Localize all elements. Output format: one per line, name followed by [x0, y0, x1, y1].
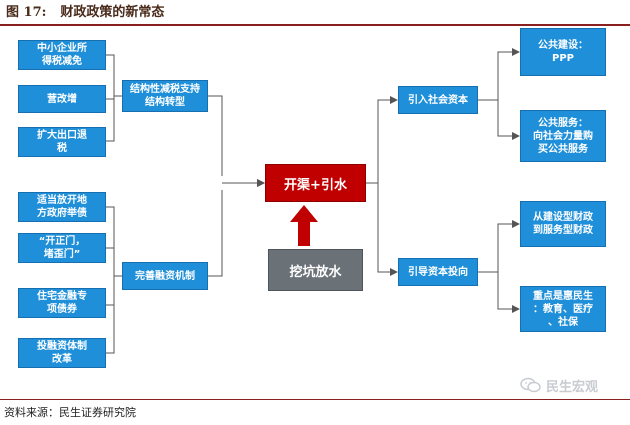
bracket-right-1: [478, 51, 512, 137]
bracket-right-2: [478, 223, 512, 310]
arrowhead-right-1: [390, 96, 398, 104]
left-item-1-3: 扩大出口退 税: [18, 127, 106, 157]
link-left-2-center: [208, 190, 223, 277]
right-item-2-2: 重点是惠民生 ：教育、医疗 、社保: [520, 286, 606, 332]
center-node-top: 开渠+引水: [265, 164, 366, 202]
arrowhead-right-1b: [512, 132, 520, 140]
right-item-1-2: 公共服务： 向社会力量购 买公共服务: [520, 110, 606, 162]
left-item-2-2: “开正门， 堵歪门”: [18, 233, 106, 263]
arrow-left-2: [257, 179, 265, 187]
right-group-label-2: 引导资本投向: [398, 258, 478, 286]
arrowhead-right-1a: [512, 48, 520, 56]
up-arrow: [290, 205, 318, 246]
left-group-label-2: 完善融资机制: [122, 262, 208, 290]
left-item-1-1: 中小企业所 得税减免: [18, 40, 106, 70]
figure-number: 图 17:: [6, 5, 47, 20]
wechat-icon: [520, 377, 541, 393]
right-item-1-1: 公共建设： PPP: [520, 28, 606, 76]
bracket-left-2: [106, 206, 122, 354]
left-group-label-1: 结构性减税支持 结构转型: [122, 80, 208, 112]
figure-title-text: 财政政策的新常态: [60, 5, 165, 20]
link-center-right-1: [366, 99, 390, 184]
link-left-1-center: [208, 95, 223, 176]
watermark-text: 民生宏观: [546, 379, 599, 395]
link-center-right-2: [366, 182, 390, 273]
left-item-1-2: 营改增: [18, 85, 106, 113]
left-item-2-1: 适当放开地 方政府举债: [18, 192, 106, 222]
center-node-bottom: 挖坑放水: [268, 249, 363, 291]
bottom-rule: [0, 399, 630, 400]
watermark: 民生宏观: [520, 376, 599, 395]
source-note: 资料来源：民生证券研究院: [4, 406, 136, 419]
right-item-2-1: 从建设型财政 到服务型财政: [520, 201, 606, 247]
left-item-2-3: 住宅金融专 项债券: [18, 288, 106, 318]
arrowhead-right-2a: [512, 220, 520, 228]
top-rule: [0, 24, 630, 26]
arrowhead-right-2b: [512, 305, 520, 313]
arrowhead-right-2: [390, 268, 398, 276]
bracket-left-1: [106, 54, 122, 142]
right-group-label-1: 引入社会资本: [398, 86, 478, 114]
left-item-2-4: 投融资体制 改革: [18, 338, 106, 368]
figure-title: 图 17: 财政政策的新常态: [6, 4, 164, 22]
